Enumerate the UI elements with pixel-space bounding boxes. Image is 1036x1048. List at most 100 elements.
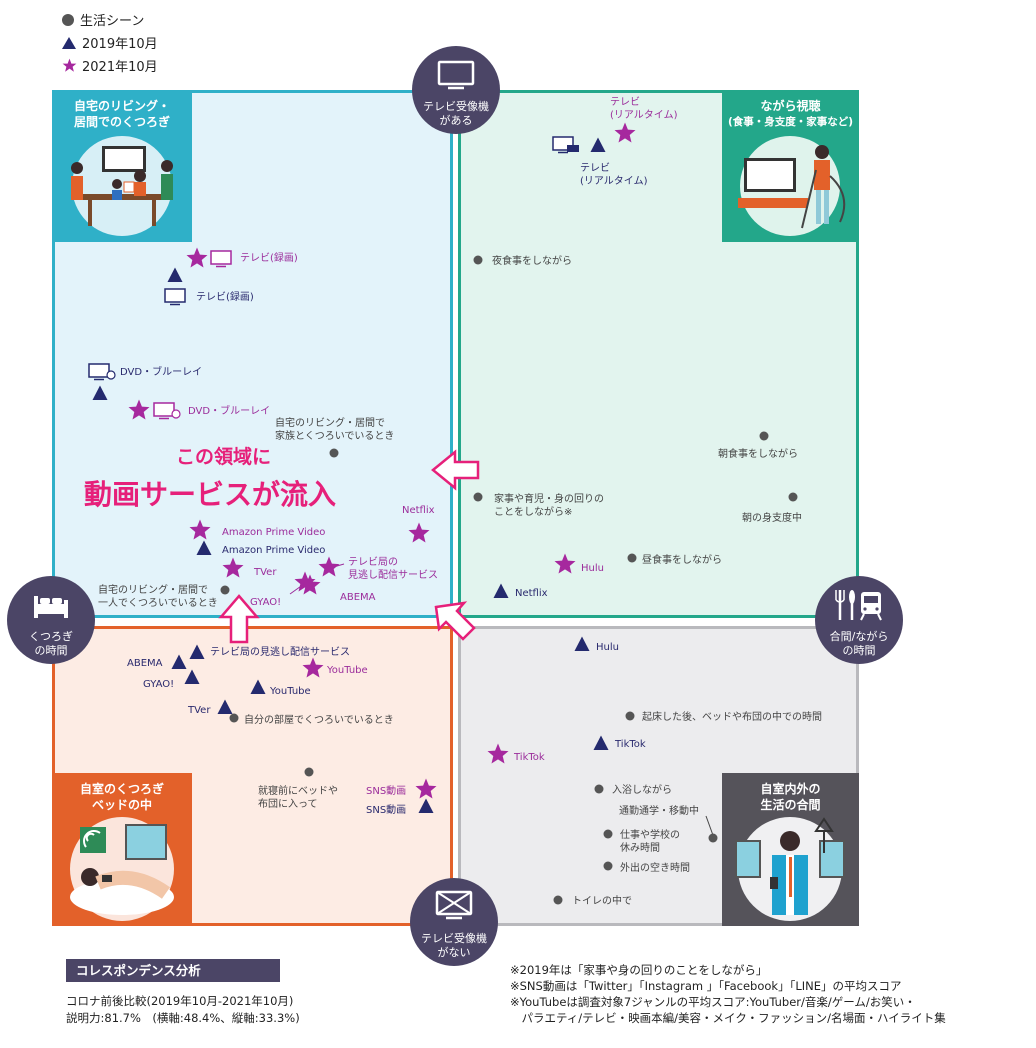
scene-label: 起床した後、ベッドや布団の中での時間 (642, 711, 822, 724)
triangle-marker (196, 540, 212, 555)
triangle-marker (493, 583, 509, 598)
label-line1: TVer (188, 705, 211, 716)
label-line1: テレビ局の見逃し配信サービス (210, 647, 350, 658)
scene-dot-marker (594, 784, 604, 794)
scene-dot-marker (304, 767, 314, 777)
scene-dot-marker (220, 585, 230, 595)
label-line1: DVD・ブルーレイ (120, 367, 203, 378)
scene-label: トイレの中で (572, 895, 632, 908)
service-label: テレビ局の見逃し配信サービス (210, 646, 350, 659)
label-line1: TikTok (514, 752, 545, 763)
triangle-marker (184, 669, 200, 684)
tv-dvd-icon (88, 363, 116, 381)
bed-icon (34, 596, 68, 618)
triangle-marker (590, 137, 606, 152)
label-line2: (リアルタイム) (580, 176, 648, 187)
label-line1: 就寝前にベッドや (258, 786, 338, 797)
service-label: TikTok (514, 751, 545, 764)
corner-while-watching: ながら視聴 (食事・身支度・家事など) (722, 90, 859, 242)
callout-line2: 動画サービスが流入 (84, 478, 337, 511)
label-line1: DVD・ブルーレイ (188, 406, 271, 417)
triangle-marker (217, 699, 233, 714)
legend-item-2021: 2021年10月 (62, 56, 158, 75)
service-label: TVer (188, 704, 210, 717)
scene-label: 外出の空き時間 (620, 862, 690, 875)
scene-label: 朝の身支度中 (742, 512, 802, 525)
scene-dot-marker (229, 713, 239, 723)
legend-item-scene: 生活シーン (62, 10, 144, 29)
star-marker (408, 522, 430, 543)
label-line1: TVer (254, 567, 277, 578)
label-line1: テレビ (610, 97, 640, 108)
triangle-marker (574, 636, 590, 651)
service-label: Amazon Prime Video (222, 526, 325, 539)
label-line1: 起床した後、ベッドや布団の中での時間 (642, 712, 822, 723)
service-label: DVD・ブルーレイ (188, 405, 270, 418)
scene-dot-marker (603, 861, 613, 871)
label-line1: YouTube (327, 665, 368, 676)
label-line1: ABEMA (340, 592, 376, 603)
label-line1: 夜食事をしながら (492, 256, 572, 267)
corner-living-room: 自宅のリビング・ 居間でのくつろぎ (52, 90, 192, 242)
corner-title-line2: 居間でのくつろぎ (73, 115, 170, 129)
scene-dot-marker (603, 829, 613, 839)
star-marker (299, 574, 321, 595)
scene-label: 通勤通学・移動中 (619, 805, 699, 818)
label-line1: 家事や育児・身の回りの (494, 494, 604, 505)
star-marker (186, 247, 208, 268)
axis-label-line1: くつろぎ (29, 630, 73, 643)
label-line1: Netflix (515, 588, 548, 599)
label-line1: YouTube (270, 686, 311, 697)
scene-dot-marker (329, 448, 339, 458)
service-label: テレビ(録画) (240, 252, 298, 265)
service-label: ABEMA (127, 657, 163, 670)
tv-icon (210, 250, 232, 268)
label-line1: GYAO! (250, 597, 282, 608)
label-line1: Hulu (581, 563, 604, 574)
service-label: テレビ(リアルタイム) (580, 162, 648, 188)
star-marker (302, 657, 324, 678)
scene-label: 夜食事をしながら (492, 255, 572, 268)
service-label: Hulu (581, 562, 604, 575)
legend-label: 生活シーン (80, 14, 145, 29)
triangle-marker (418, 798, 434, 813)
star-marker (487, 743, 509, 764)
label-line1: 通勤通学・移動中 (619, 806, 699, 817)
callout-inflow: この領域に 動画サービスが流入 (84, 442, 404, 513)
service-label: GYAO! (250, 596, 281, 609)
tv-icon (164, 288, 186, 306)
family-illustration-icon (71, 136, 173, 236)
service-label: ABEMA (340, 591, 376, 604)
axis-label-line2: の時間 (842, 644, 876, 657)
corner-bedroom: 自室のくつろぎ ベッドの中 (52, 773, 192, 926)
scene-dot-marker (625, 711, 635, 721)
label-line1: Netflix (402, 505, 435, 516)
corner-title-line2: 生活の合間 (760, 798, 821, 812)
note-3: ※YouTubeは調査対象7ジャンルの平均スコア:YouTuber/音楽/ゲーム… (510, 995, 916, 1009)
triangle-marker (593, 735, 609, 750)
star-marker (294, 571, 316, 592)
service-label: TVer (254, 566, 276, 579)
legend-label: 2019年10月 (82, 37, 158, 52)
label-line1: 外出の空き時間 (620, 863, 690, 874)
scene-dot-marker (788, 492, 798, 502)
scene-label: 自宅のリビング・居間で一人でくつろいでいるとき (98, 584, 218, 610)
triangle-marker (167, 267, 183, 282)
scene-dot-marker (627, 553, 637, 563)
service-label: テレビ(リアルタイム) (610, 96, 678, 122)
scene-dot-marker (473, 492, 483, 502)
triangle-icon (62, 37, 76, 49)
triangle-marker (250, 679, 266, 694)
label-line1: 自宅のリビング・居間で (98, 585, 208, 596)
label-line1: 自宅のリビング・居間で (275, 418, 385, 429)
scene-dot-marker (708, 833, 718, 843)
axis-label-line2: がない (437, 946, 471, 959)
axis-label-line1: 合間/ながら (829, 630, 889, 643)
footer-title: コレスポンデンス分析 (66, 959, 280, 982)
label-line1: テレビ局の (348, 557, 398, 568)
label-line1: 朝食事をしながら (718, 449, 798, 460)
service-label: Hulu (596, 641, 619, 654)
service-label: テレビ局の見逃し配信サービス (348, 556, 438, 582)
service-label: TikTok (615, 738, 646, 751)
